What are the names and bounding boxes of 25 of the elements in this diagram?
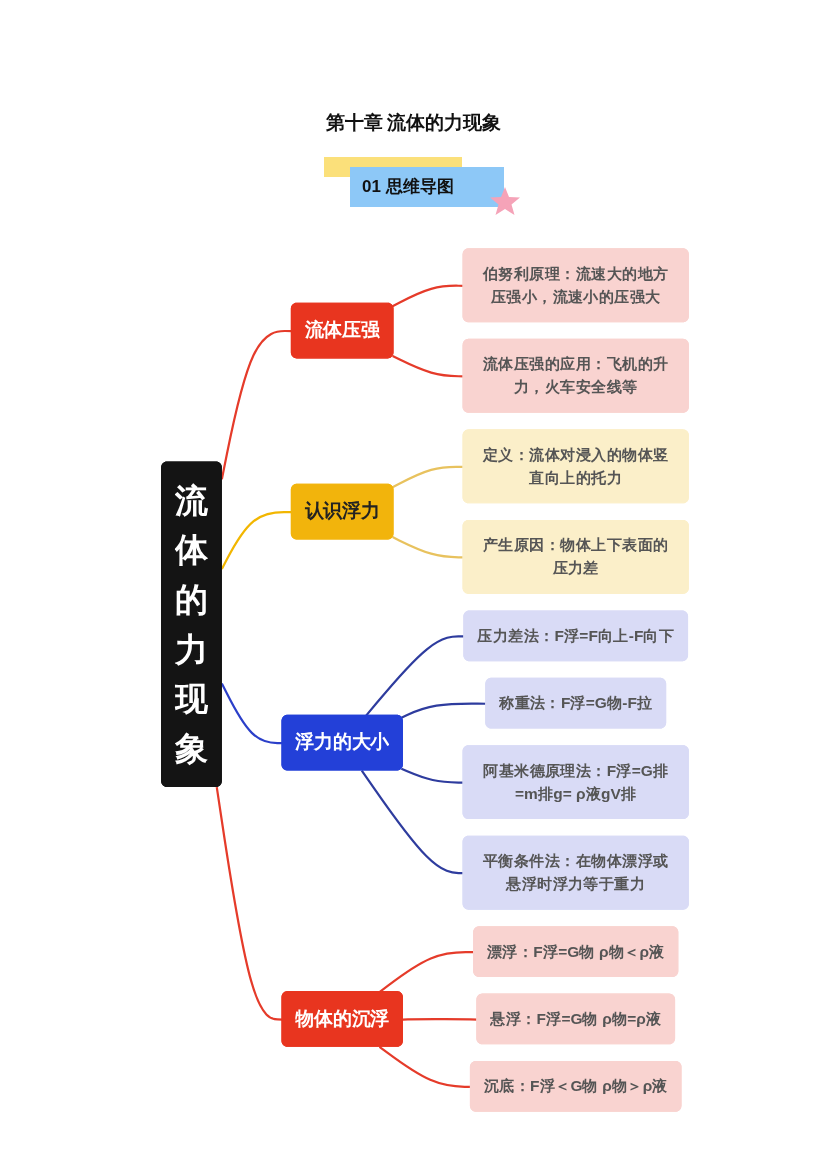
leaf-box: 伯努利原理：流速大的地方压强小，流速小的压强大 (462, 248, 689, 323)
page-title: 第十章 流体的力现象 (325, 112, 502, 133)
topic-box: 流体的力现象 (161, 461, 222, 788)
connector-line (401, 767, 464, 784)
connector-line (392, 355, 464, 378)
leaf-box: 平衡条件法：在物体漂浮或悬浮时浮力等于重力 (462, 835, 689, 910)
branch-box: 认识浮力 (290, 483, 394, 540)
connector-line (360, 769, 464, 875)
leaf-box: 定义：流体对浸入的物体竖直向上的托力 (462, 429, 689, 504)
leaf-box: 悬浮：F浮=G物 ρ物=ρ液 (476, 993, 676, 1045)
leaf-box: 压力差法：F浮=F向上-F向下 (463, 610, 689, 662)
branch-box: 流体压强 (290, 302, 394, 359)
leaf-box: 沉底：F浮＜G物 ρ物＞ρ液 (469, 1060, 682, 1112)
connector-line (215, 786, 283, 1021)
leaf-box: 称重法：F浮=G物-F拉 (485, 677, 667, 729)
leaf-box: 流体压强的应用：飞机的升力，火车安全线等 (462, 338, 689, 413)
leaf-box: 产生原因：物体上下表面的压力差 (462, 519, 689, 594)
connector-line (392, 284, 464, 308)
connector-line (392, 536, 464, 559)
branch-box: 物体的沉浮 (281, 991, 403, 1047)
leaf-box: 漂浮：F浮=G物 ρ物＜ρ液 (473, 926, 679, 977)
branch-box: 浮力的大小 (281, 714, 403, 771)
section-banner: 01 思维导图 (350, 167, 504, 207)
leaf-box: 阿基米德原理法：F浮=G排=m排g= ρ液gV排 (462, 745, 689, 820)
connector-line (392, 465, 464, 489)
